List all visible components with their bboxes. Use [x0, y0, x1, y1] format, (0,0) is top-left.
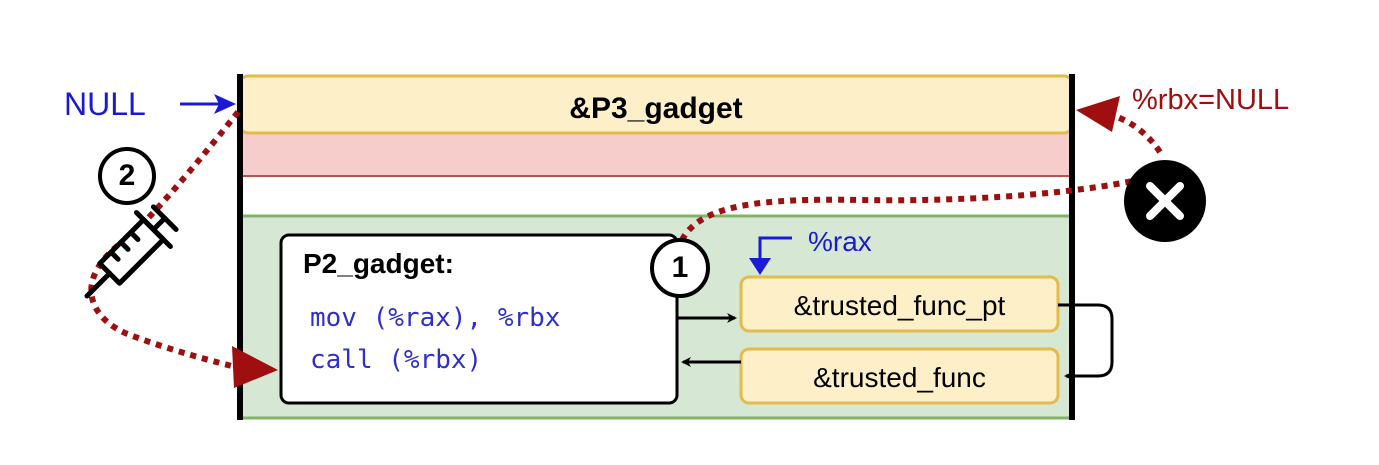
injection-arrow-head — [232, 346, 278, 388]
code-line-call: call (%rbx) — [310, 345, 483, 375]
failure-to-rbx-path — [1099, 109, 1163, 154]
trusted-func-ptr-label: &trusted_func_pt — [793, 290, 1006, 321]
code-line-mov: mov (%rax), %rbx — [310, 303, 561, 333]
rbx-arrow-head — [1076, 96, 1120, 132]
injection-path — [88, 110, 241, 371]
rax-pointer-head — [749, 258, 771, 275]
step-1-badge — [650, 238, 710, 298]
trusted-func-label: &trusted_func — [813, 362, 986, 393]
rax-label: %rax — [808, 226, 872, 257]
trusted-func-box — [739, 347, 1060, 405]
step-1-number: 1 — [671, 251, 689, 284]
cross-circle-icon — [1124, 160, 1206, 242]
p2-gadget-title: P2_gadget: — [303, 248, 454, 279]
null-arrow-head — [214, 94, 236, 114]
step-2-number: 2 — [118, 159, 136, 192]
p3-gadget-label: &P3_gadget — [569, 92, 743, 125]
null-label: NULL — [64, 86, 146, 122]
red-band — [239, 131, 1073, 177]
rbx-null-label: %rbx=NULL — [1132, 84, 1290, 116]
rax-pointer-arrow — [758, 236, 792, 262]
arrow-ptr-to-func — [1058, 303, 1114, 381]
syringe-icon — [84, 204, 179, 299]
step-2-badge — [98, 147, 156, 205]
